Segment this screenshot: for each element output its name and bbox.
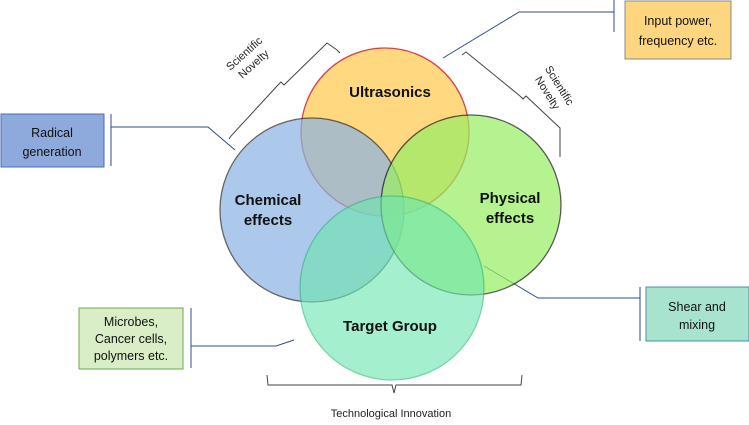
box-microbes-line1: Microbes, <box>104 315 158 329</box>
box-radical-rect <box>0 113 105 168</box>
label-chemical-line1: Chemical <box>235 192 302 209</box>
box-microbes: Microbes, Cancer cells, polymers etc. <box>78 307 184 370</box>
box-shear-line2: mixing <box>679 318 715 332</box>
annotation-novelty-left: Scientific Novelty <box>224 35 272 82</box>
bracket-novelty-left <box>228 42 341 140</box>
brackets <box>228 42 561 394</box>
label-ultrasonics: Ultrasonics <box>349 84 431 101</box>
bracket-novelty-right <box>461 51 561 157</box>
label-physical-line2: effects <box>486 210 534 227</box>
box-microbes-line2: Cancer cells, <box>95 332 167 346</box>
box-shear-rect <box>645 286 749 342</box>
connector-input <box>442 11 614 59</box>
annotation-novelty-right: Scientific Novelty <box>532 64 576 112</box>
box-microbes-line3: polymers etc. <box>94 349 168 363</box>
annotation-technological-innovation: Technological Innovation <box>331 408 451 420</box>
circle-target-group <box>299 195 485 381</box>
box-input-rect <box>624 0 732 60</box>
box-microbes-rect <box>78 307 184 370</box>
connector-microbes <box>191 339 295 347</box>
box-radical-generation: Radical generation <box>0 113 105 168</box>
connector-radical <box>111 126 236 151</box>
label-target-group: Target Group <box>343 318 437 335</box>
box-input-line2: frequency etc. <box>639 34 718 48</box>
label-physical-line1: Physical <box>480 190 541 207</box>
box-input-power: Input power, frequency etc. <box>624 0 732 60</box>
box-shear-line1: Shear and <box>668 300 726 314</box>
bracket-technological <box>266 374 523 394</box>
box-radical-line1: Radical <box>31 126 73 140</box>
box-radical-line2: generation <box>22 145 81 159</box>
label-chemical-line2: effects <box>244 212 292 229</box>
box-input-line1: Input power, <box>644 14 712 28</box>
box-shear-mixing: Shear and mixing <box>645 286 749 342</box>
